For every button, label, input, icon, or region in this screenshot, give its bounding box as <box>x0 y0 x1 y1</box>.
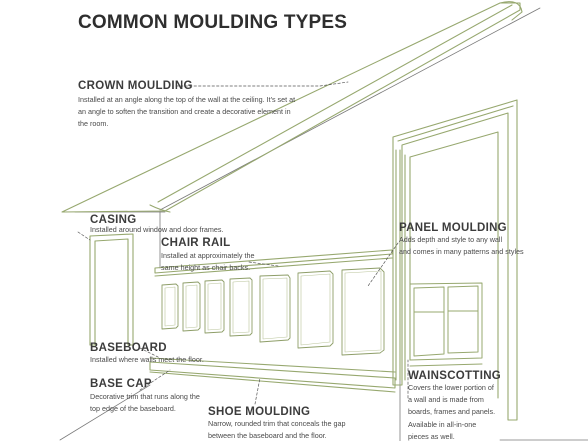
shoe-moulding-label: SHOE MOULDING <box>208 406 311 418</box>
casing-label: CASING <box>90 214 137 226</box>
door-casing-shape <box>89 233 134 346</box>
wainscotting-desc-line: boards, frames and panels. <box>408 407 496 417</box>
shoe-desc-line: between the baseboard and the floor. <box>208 431 327 441</box>
wainscotting-desc-line: pieces as well. <box>408 431 455 441</box>
baseboard-label: BASEBOARD <box>90 342 167 354</box>
wainscotting-description: Covers the lower portion of a wall and i… <box>408 382 495 443</box>
wainscotting-desc-line: Available in all-in-one <box>408 419 477 429</box>
crown-moulding-description: Installed at an angle along the top of t… <box>78 94 295 131</box>
wainscotting-desc-line: a wall and is made from <box>408 395 484 405</box>
baseboard-desc-line: Installed where walls meet the floor. <box>90 355 204 364</box>
wainscotting-desc-line: Covers the lower portion of <box>408 383 494 392</box>
shoe-moulding-description: Narrow, rounded trim that conceals the g… <box>208 418 345 442</box>
panel-moulding-label: PANEL MOULDING <box>399 222 507 234</box>
page-title: COMMON MOULDING TYPES <box>78 12 348 33</box>
base-cap-desc-line: Decorative trim that runs along the <box>90 392 200 401</box>
chair-rail-desc-line: same height as chair backs. <box>161 263 251 273</box>
chair-rail-shape <box>154 249 393 277</box>
chair-rail-description: Installed at approximately the same heig… <box>161 250 255 274</box>
baseboard-description: Installed where walls meet the floor. <box>90 354 204 366</box>
leader-lines <box>77 81 409 405</box>
baseboard-shape <box>149 357 396 393</box>
panel-desc-line: Adds depth and style to any wall <box>399 235 503 244</box>
casing-desc-line: Installed around window and door frames. <box>90 225 224 234</box>
casing-description: Installed around window and door frames. <box>90 224 223 236</box>
base-cap-description: Decorative trim that runs along the top … <box>90 391 200 415</box>
crown-moulding-shape <box>61 1 523 213</box>
crown-desc-line: the room. <box>78 119 109 129</box>
base-cap-desc-line: top edge of the baseboard. <box>90 404 176 414</box>
panel-moulding-description: Adds depth and style to any wall and com… <box>399 234 524 258</box>
panel-desc-line: and comes in many patterns and styles <box>399 247 524 257</box>
wainscotting-label: WAINSCOTTING <box>408 370 502 382</box>
crown-desc-line: Installed at an angle along the top of t… <box>78 95 296 104</box>
chair-rail-desc-line: Installed at approximately the <box>161 251 255 260</box>
crown-desc-line: an angle to soften the transition and cr… <box>78 107 291 117</box>
right-wall-frame <box>392 99 518 421</box>
base-cap-label: BASE CAP <box>90 378 152 390</box>
shoe-desc-line: Narrow, rounded trim that conceals the g… <box>208 419 346 428</box>
crown-moulding-label: CROWN MOULDING <box>78 80 193 92</box>
panel-moulding-shapes <box>161 267 385 356</box>
wainscotting-shape <box>409 282 483 367</box>
chair-rail-label: CHAIR RAIL <box>161 237 231 249</box>
